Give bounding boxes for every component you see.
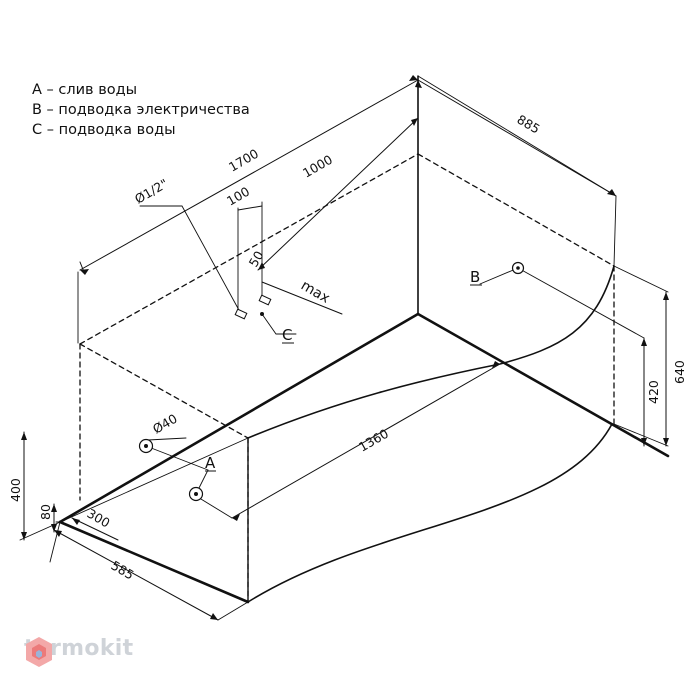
marker-b: B [470,268,480,286]
dimension-lines [23,79,667,621]
dim-300: 300 [85,506,113,531]
dim-420: 420 [646,380,661,404]
dim-1700: 1700 [226,146,261,175]
dim-drain-dia: Ø40 [150,411,180,437]
dim-400: 400 [8,478,23,502]
marker-c: C [282,326,292,344]
hidden-lines [79,153,615,603]
watermark: termokit [24,636,133,667]
tub-curve-front [247,423,613,603]
dim-100: 100 [224,184,252,209]
electric-symbol [511,261,525,275]
marker-a: A [205,454,216,472]
dim-585: 585 [109,558,137,583]
bath-front-edge [58,520,250,604]
dim-50: 50 [246,248,267,269]
arrowheads [21,75,669,620]
extension-lines [19,75,669,621]
drain-symbol-2 [188,486,204,502]
dim-max: max [298,278,332,307]
legend-water: C – подводка воды [32,122,176,138]
bath-back-edge [58,312,420,524]
logo-icon [26,637,52,667]
legend: A – слив воды B – подводка электричества… [32,80,250,140]
dim-1000: 1000 [300,152,335,181]
legend-electric: B – подводка электричества [32,102,250,118]
drain-symbol-1 [138,438,154,454]
dim-885: 885 [515,112,543,137]
water-symbol [234,294,272,320]
dim-640: 640 [672,360,687,384]
tub-curve-top [247,265,615,439]
dim-1360: 1360 [356,426,391,455]
dim-80: 80 [38,504,53,520]
dim-pipe: Ø1/2" [132,176,170,207]
legend-drain: A – слив воды [32,82,138,98]
bath-right-edge [416,312,670,458]
leader-lines [139,205,519,495]
